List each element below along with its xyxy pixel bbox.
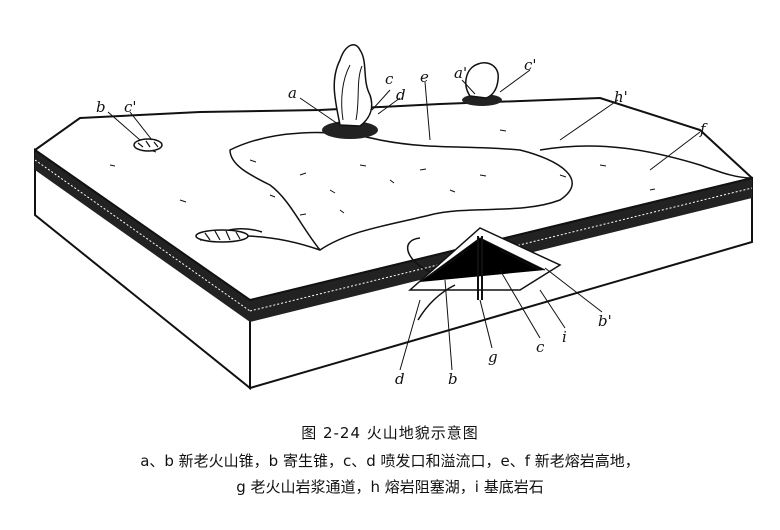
label-g: g [488, 348, 498, 366]
lava-layer-front [35, 150, 250, 322]
volcano-cone-a [322, 121, 378, 139]
label-b-lower: b [448, 370, 458, 388]
label-c-lower: c [536, 338, 545, 356]
label-i: i [562, 328, 567, 346]
leader-lines [107, 69, 701, 371]
label-c: c [385, 70, 394, 88]
surface-texture [109, 129, 656, 216]
eruption-column [333, 44, 373, 127]
new-lava-plateau-e [229, 131, 573, 252]
label-b: b [96, 98, 106, 116]
old-lava-plateau-f [539, 145, 753, 179]
lava-tongue [195, 229, 249, 243]
label-d: d [396, 86, 406, 104]
figure-legend-line-1: a、b 新老火山锥，b 寄生锥，c、d 喷发口和溢流口，e、f 新老熔岩高地， [140, 452, 640, 470]
eruption-cloud-a-prime [465, 62, 499, 99]
figure-title: 图 2-24 火山地貌示意图 [301, 424, 479, 442]
label-c-prime: c' [524, 56, 537, 74]
label-h-prime: h' [614, 88, 628, 106]
label-b-prime: b' [598, 312, 612, 330]
figure-legend-line-2: g 老火山岩浆通道，h 熔岩阻塞湖，i 基底岩石 [236, 478, 544, 496]
label-a-prime: a' [454, 64, 467, 82]
magma-channel-g [477, 236, 483, 300]
label-c-prime-left: c' [124, 98, 137, 116]
label-f: f [699, 120, 708, 138]
label-e: e [420, 68, 429, 86]
label-d-lower: d [395, 370, 405, 388]
label-a: a [288, 84, 297, 102]
volcanic-landform-diagram: a c d e a' c' b c' h' f b' i c g b d [34, 44, 753, 391]
